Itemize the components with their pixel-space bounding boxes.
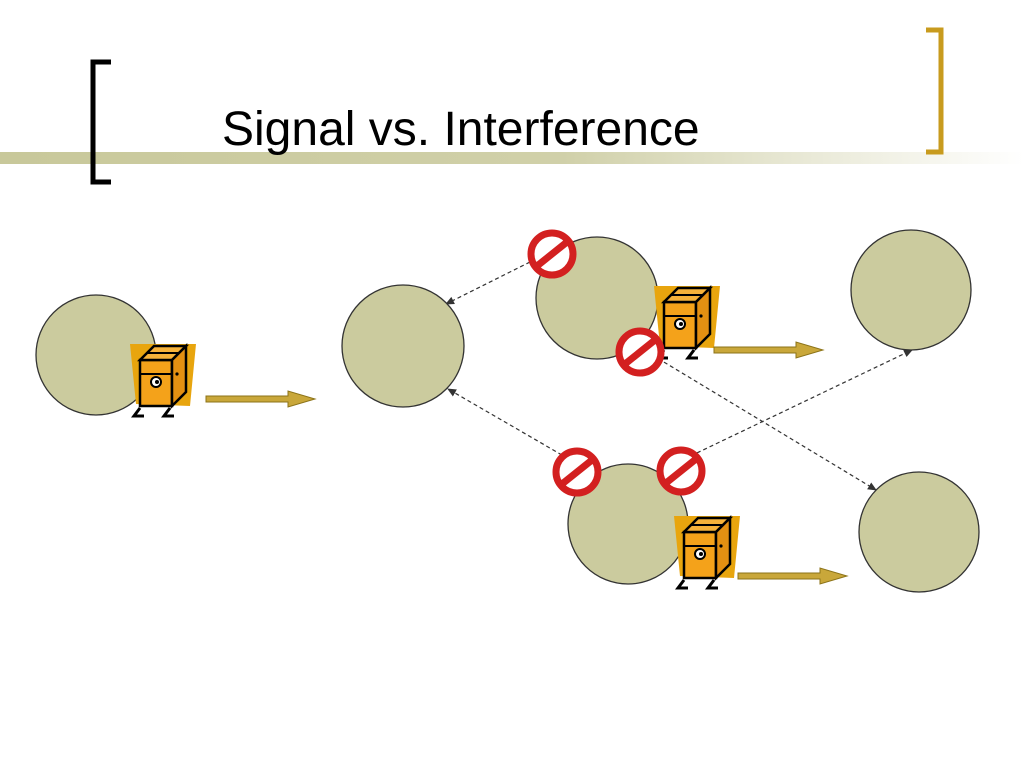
no-entry-icon <box>619 331 661 373</box>
arrow-icon <box>737 567 849 585</box>
no-entry-icon <box>531 233 573 275</box>
left-bracket <box>90 59 111 185</box>
no-entry-icon <box>556 451 598 493</box>
package-icon <box>672 514 742 590</box>
no-entry-icon <box>660 450 702 492</box>
right-bracket <box>926 27 944 155</box>
node-b <box>341 284 465 408</box>
arrow-icon <box>205 390 317 408</box>
dashed-line-e-to-b <box>447 388 575 463</box>
package-icon <box>128 342 198 418</box>
node-f <box>858 471 980 593</box>
slide-title: Signal vs. Interference <box>222 103 700 156</box>
node-d <box>850 229 972 351</box>
dashed-line-c-to-b <box>445 261 531 305</box>
title-band <box>0 152 1024 164</box>
arrow-icon <box>713 341 825 359</box>
dashed-line-e-to-d <box>677 349 913 463</box>
dashed-line-c-to-f <box>633 343 877 491</box>
